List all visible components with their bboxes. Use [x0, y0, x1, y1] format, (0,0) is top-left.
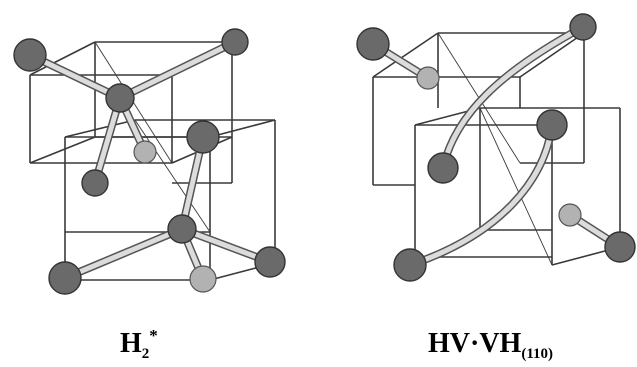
large-atom [186, 120, 220, 154]
large-atom [105, 83, 135, 113]
large-atom [167, 214, 197, 244]
caption-left-subscript: 2 [141, 346, 150, 362]
large-atom [569, 13, 597, 41]
lower-cube-right [414, 107, 621, 266]
caption-right-subscript: (110) [521, 346, 554, 362]
caption-right-main: HV·VH [428, 328, 522, 359]
caption-left-superscript: * [149, 326, 158, 345]
large-atom [393, 248, 427, 282]
small-atom [189, 265, 217, 293]
large-atom [604, 231, 636, 263]
caption-left-main: H [120, 328, 142, 359]
large-atom [81, 169, 109, 197]
large-atom [356, 27, 390, 61]
h2-star-structure [13, 28, 286, 295]
atoms-right [356, 13, 636, 282]
large-atom [48, 261, 82, 295]
small-atom [133, 140, 157, 164]
large-atom [221, 28, 249, 56]
caption-h2-star: H2* [120, 326, 158, 363]
small-atom [558, 203, 582, 227]
large-atom [254, 246, 286, 278]
large-atom [13, 38, 47, 72]
caption-hv-vh: HV·VH(110) [428, 328, 553, 363]
small-atom [416, 66, 440, 90]
large-atom [427, 152, 459, 184]
hv-vh-110-structure [356, 13, 636, 282]
large-atom [536, 109, 568, 141]
atoms-left [13, 28, 286, 295]
